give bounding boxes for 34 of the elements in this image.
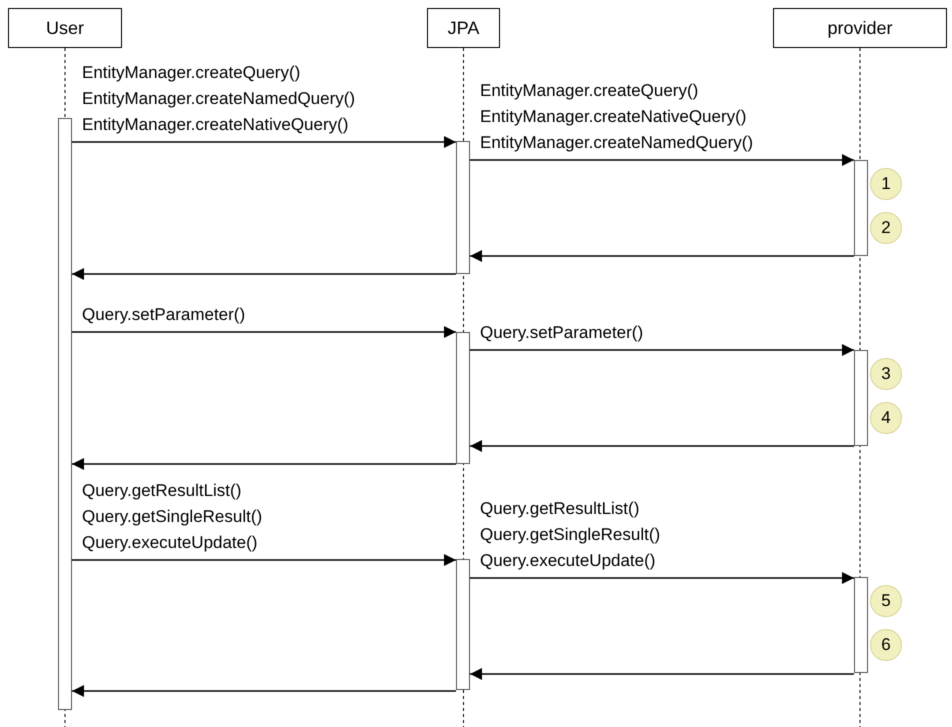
step-number-circle: 4: [870, 402, 902, 434]
message-arrow: [470, 250, 854, 262]
message-label: Query.setParameter(): [480, 322, 644, 344]
message-arrow: [72, 458, 456, 470]
message-arrow: [470, 572, 854, 584]
message-label: Query.setParameter(): [82, 304, 246, 326]
activation-bar: [854, 577, 868, 673]
step-number-circle: 3: [870, 358, 902, 390]
message-label: EntityManager.createQuery() EntityManager.createNativeQuery() EntityManager.createNamedQuery(): [480, 80, 754, 154]
activation-bar: [58, 118, 72, 710]
message-arrow: [72, 554, 456, 566]
message-label: EntityManager.createQuery() EntityManager.createNamedQuery() EntityManager.createNativeQuery(): [82, 62, 356, 136]
activation-bar: [456, 332, 470, 464]
step-number-circle: 6: [870, 629, 902, 661]
activation-bar: [456, 141, 470, 274]
activation-bar: [456, 559, 470, 690]
message-arrow: [470, 344, 854, 356]
message-arrow: [72, 136, 456, 148]
message-arrow: [72, 685, 456, 697]
message-arrow: [470, 440, 854, 452]
step-number-circle: 5: [870, 585, 902, 617]
message-arrow: [72, 268, 456, 280]
participant-box: provider: [773, 8, 947, 48]
activation-bar: [854, 160, 868, 256]
message-arrow: [470, 154, 854, 166]
message-arrow: [72, 326, 456, 338]
activation-bar: [854, 350, 868, 446]
message-arrow: [470, 668, 854, 680]
step-number-circle: 1: [870, 168, 902, 200]
message-label: Query.getResultList() Query.getSingleResult() Query.executeUpdate(): [82, 480, 262, 554]
participant-box: JPA: [427, 8, 500, 48]
participant-box: User: [8, 8, 122, 48]
message-label: Query.getResultList() Query.getSingleResult() Query.executeUpdate(): [480, 498, 660, 572]
step-number-circle: 2: [870, 212, 902, 244]
